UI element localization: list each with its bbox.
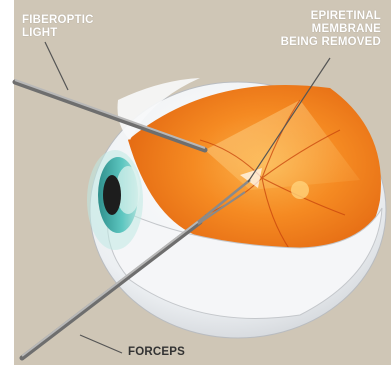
optic-disc xyxy=(291,181,309,199)
epiretinal-membrane-label: EPIRETINAL MEMBRANE BEING REMOVED xyxy=(281,10,381,49)
left-margin-strip xyxy=(0,0,14,365)
forceps-label: FORCEPS xyxy=(128,346,185,359)
fiberoptic-light-label: FIBEROPTIC LIGHT xyxy=(22,14,94,40)
pupil xyxy=(103,175,121,215)
eyeball xyxy=(87,78,386,338)
